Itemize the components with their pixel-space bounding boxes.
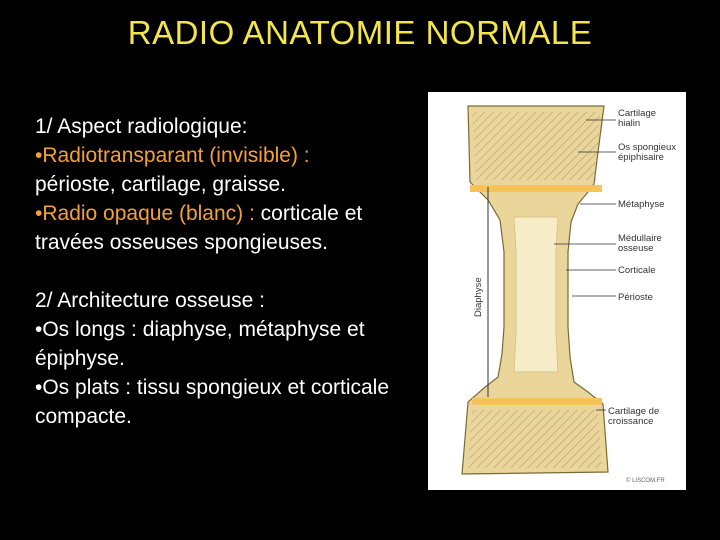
growth-plate-top — [470, 185, 602, 192]
section1-heading: 1/ Aspect radiologique: — [35, 115, 248, 138]
slide-body: 1/ Aspect radiologique: •Radiotransparan… — [35, 112, 415, 431]
label-cartilage-hyalin-2: hialin — [618, 118, 640, 129]
label-os-spongieux-1: Os spongieux — [618, 142, 676, 153]
epiphysis-bottom — [468, 410, 602, 468]
copyright-text: © LISCOM.FR — [626, 477, 665, 484]
label-cartilage-hyalin-1: Cartilage — [618, 108, 656, 119]
bullet-radiotransparent: •Radiotransparant (invisible) : périoste… — [35, 141, 415, 199]
bullet1-text: périoste, cartilage, graisse. — [35, 173, 286, 196]
slide-title: RADIO ANATOMIE NORMALE — [127, 14, 593, 51]
label-medullaire-1: Médullaire — [618, 233, 662, 244]
growth-plate-bottom — [472, 398, 602, 405]
medullary-cavity — [513, 216, 559, 373]
long-bone-diagram: Diaphyse Cartilage hialin Os spongieux é… — [428, 92, 686, 490]
bullet1-label: •Radiotransparant (invisible) : — [35, 144, 310, 167]
label-metaphyse: Métaphyse — [618, 199, 664, 210]
bullet2-label: •Radio opaque (blanc) : — [35, 202, 255, 225]
bullet-os-longs: •Os longs : diaphyse, métaphyse et épiph… — [35, 318, 365, 370]
label-medullaire-2: osseuse — [618, 243, 653, 254]
label-perioste: Périoste — [618, 292, 653, 303]
bullet-radio-opaque: •Radio opaque (blanc) : corticale et tra… — [35, 199, 415, 257]
spacer — [35, 257, 415, 286]
bone-illustration: Diaphyse Cartilage hialin Os spongieux é… — [461, 105, 676, 484]
label-corticale: Corticale — [618, 265, 656, 276]
label-cartilage-croissance-1: Cartilage de — [608, 406, 659, 417]
bullet2-text: corticale et travées osseuses spongieuse… — [35, 202, 363, 254]
label-os-spongieux-2: épiphisaire — [618, 152, 664, 163]
section2-heading: 2/ Architecture osseuse : — [35, 289, 265, 312]
diaphyse-label: Diaphyse — [473, 277, 484, 317]
epiphysis-top — [472, 112, 600, 180]
bullet-os-plats: •Os plats : tissu spongieux et corticale… — [35, 376, 390, 428]
label-cartilage-croissance-2: croissance — [608, 416, 653, 427]
